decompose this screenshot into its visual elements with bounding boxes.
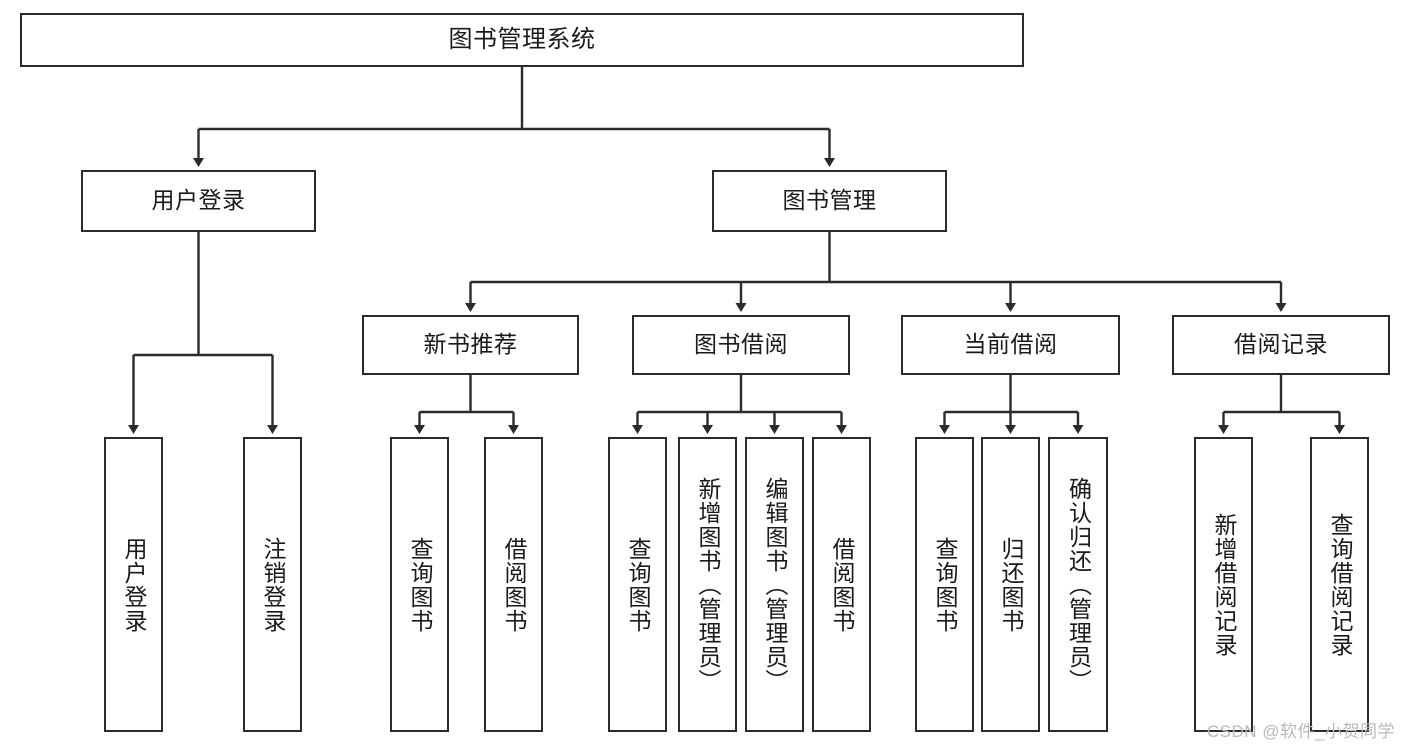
tree-edges [128,67,1345,434]
node-book-manage[interactable]: 图书管理 [712,170,947,232]
node-new-book-rec[interactable]: 新书推荐 [362,315,579,375]
node-leaf-logout-label: 注销登录 [260,536,286,633]
node-leaf-edit-book[interactable]: 编辑图书（管理员） [745,437,804,732]
node-leaf-add-book-label: 新增图书（管理员） [695,476,721,693]
node-leaf-add-record[interactable]: 新增借阅记录 [1194,437,1253,732]
node-current-borrow-label: 当前借阅 [963,331,1058,358]
node-leaf-return-book[interactable]: 归还图书 [981,437,1040,732]
node-leaf-query-book-3[interactable]: 查询图书 [915,437,974,732]
node-book-borrow-label: 图书借阅 [694,331,788,358]
node-leaf-confirm-return[interactable]: 确认归还（管理员） [1048,437,1108,732]
watermark-text: CSDN @软件_小贺同学 [1206,722,1395,741]
node-current-borrow[interactable]: 当前借阅 [901,315,1120,375]
node-leaf-user-login-label: 用户登录 [121,536,147,633]
node-leaf-borrow-book-2[interactable]: 借阅图书 [812,437,871,732]
node-leaf-confirm-return-label: 确认归还（管理员） [1065,476,1092,693]
node-root-label: 图书管理系统 [448,25,596,53]
node-leaf-edit-book-label: 编辑图书（管理员） [762,476,788,693]
node-leaf-query-book-1-label: 查询图书 [407,536,433,633]
node-leaf-add-record-label: 新增借阅记录 [1211,512,1237,657]
node-leaf-user-login[interactable]: 用户登录 [104,437,163,732]
node-leaf-query-book-3-label: 查询图书 [932,536,958,633]
node-user-login[interactable]: 用户登录 [81,170,316,232]
node-book-manage-label: 图书管理 [782,187,877,214]
node-leaf-logout[interactable]: 注销登录 [243,437,302,732]
node-leaf-query-record-label: 查询借阅记录 [1327,512,1353,657]
node-root[interactable]: 图书管理系统 [20,13,1024,67]
node-leaf-return-book-label: 归还图书 [998,536,1024,633]
node-borrow-record-label: 借阅记录 [1234,331,1328,358]
node-leaf-query-record[interactable]: 查询借阅记录 [1310,437,1369,732]
node-user-login-label: 用户登录 [151,187,246,214]
node-leaf-borrow-book-1[interactable]: 借阅图书 [484,437,543,732]
node-borrow-record[interactable]: 借阅记录 [1172,315,1390,375]
node-book-borrow[interactable]: 图书借阅 [632,315,850,375]
node-leaf-query-book-1[interactable]: 查询图书 [390,437,449,732]
node-leaf-borrow-book-2-label: 借阅图书 [829,536,855,633]
node-leaf-add-book[interactable]: 新增图书（管理员） [678,437,737,732]
node-new-book-rec-label: 新书推荐 [423,331,518,358]
node-leaf-query-book-2[interactable]: 查询图书 [608,437,667,732]
node-leaf-query-book-2-label: 查询图书 [625,536,651,633]
node-leaf-borrow-book-1-label: 借阅图书 [501,536,527,633]
